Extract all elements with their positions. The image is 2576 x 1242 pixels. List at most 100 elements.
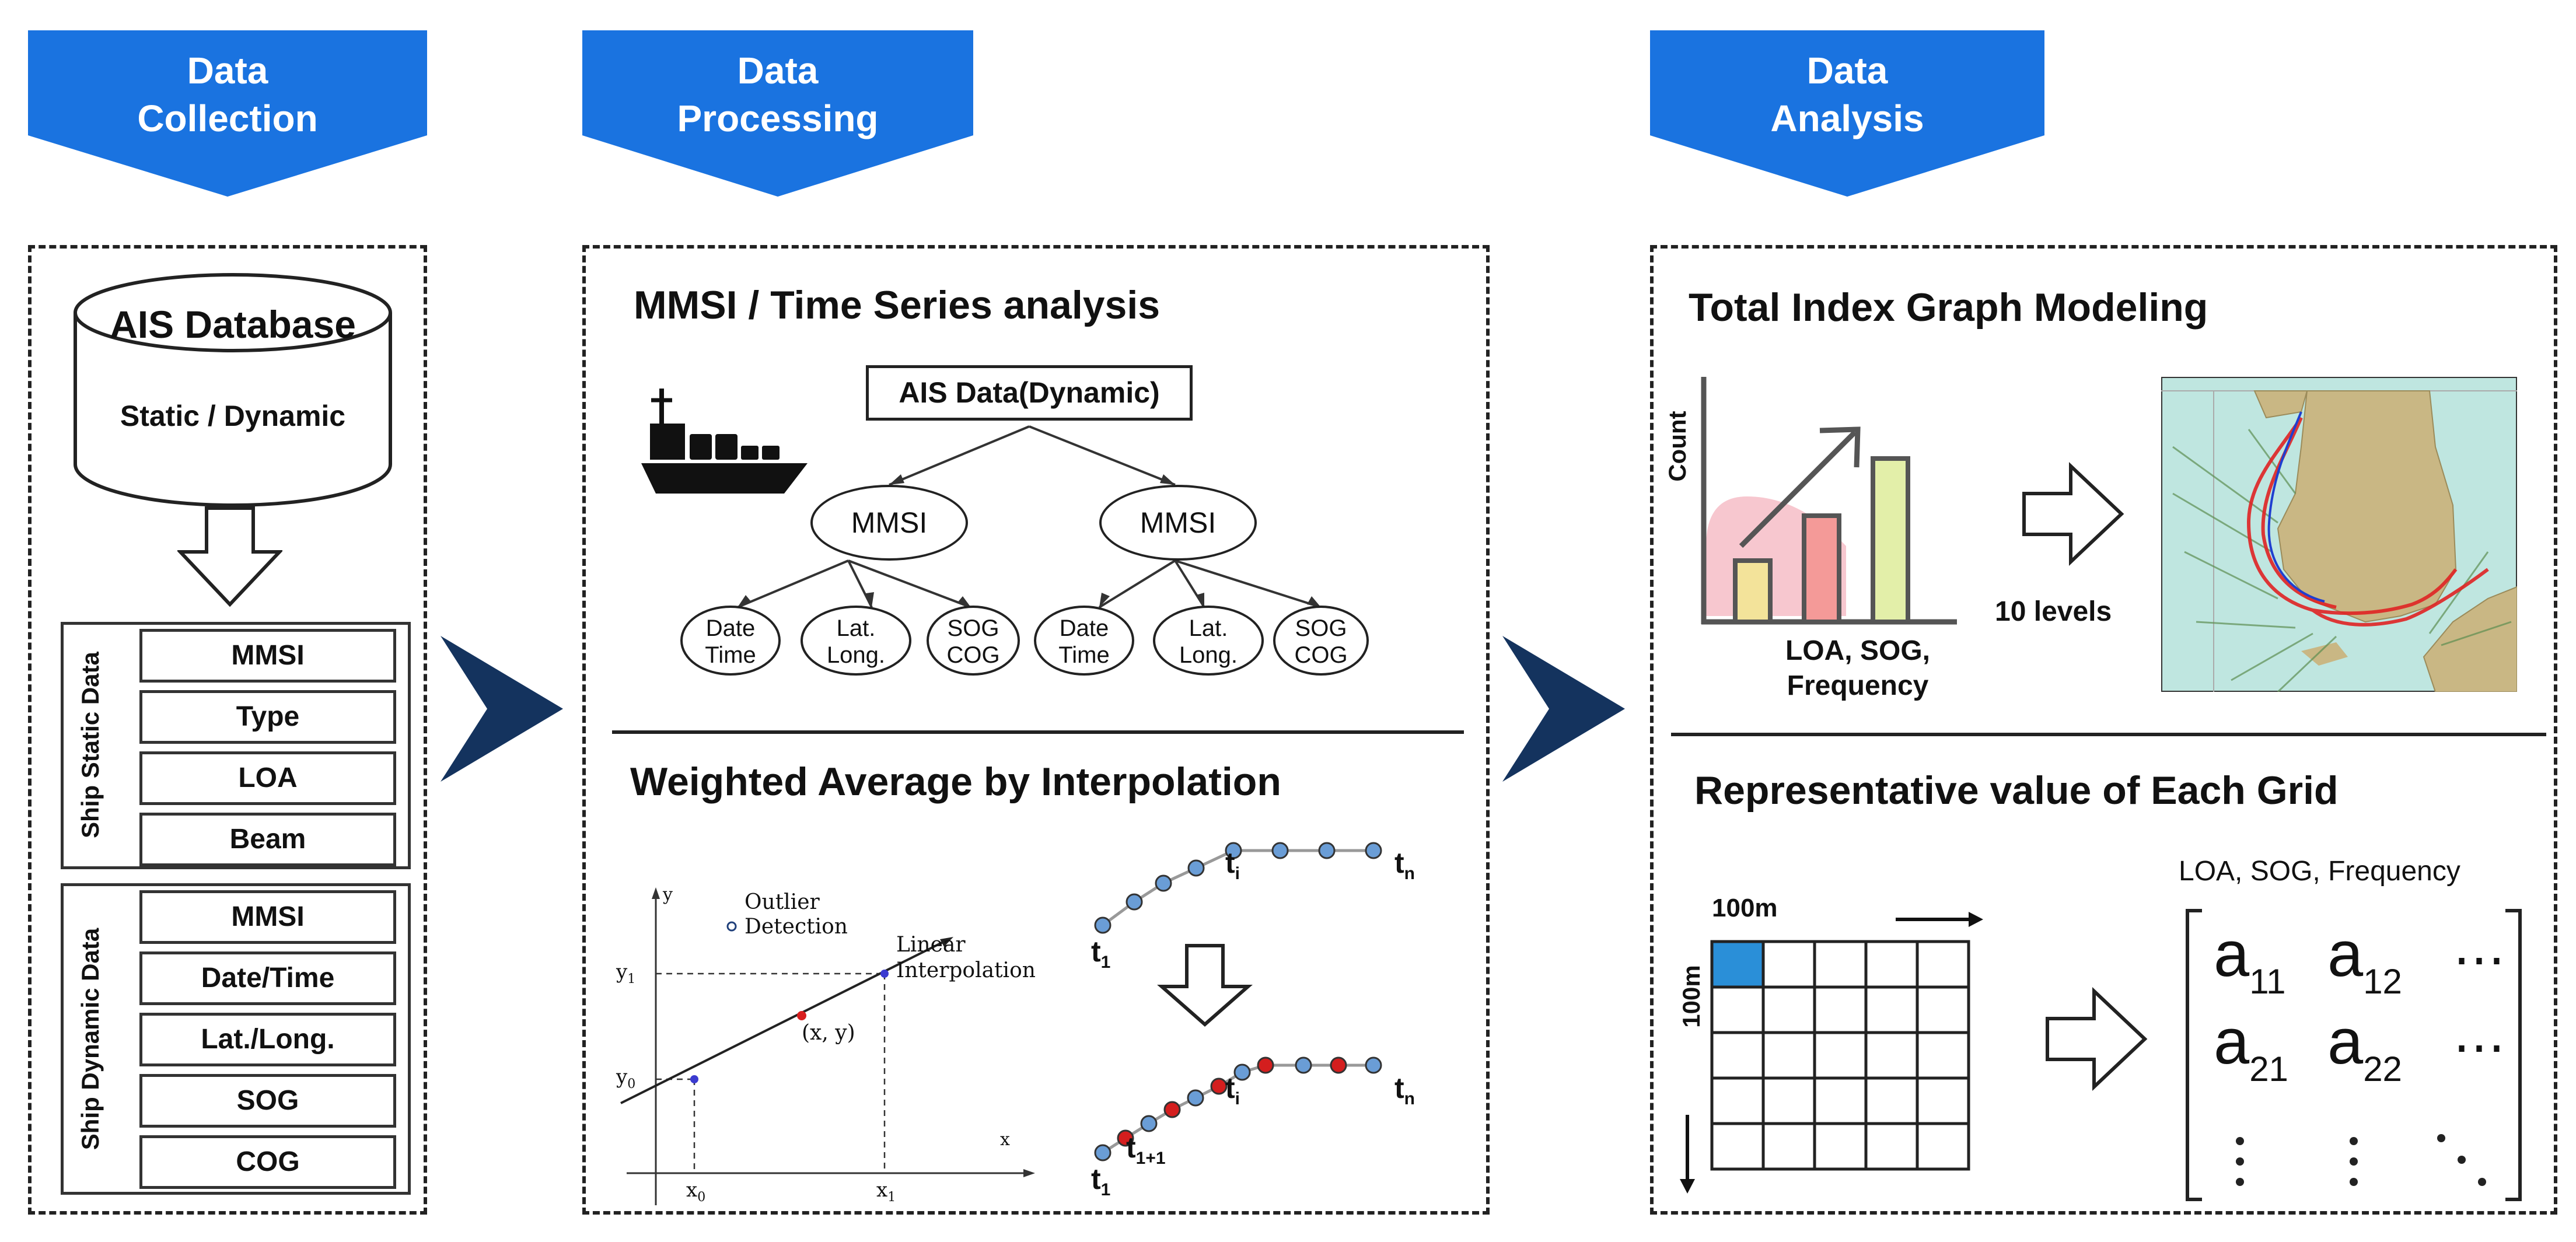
- processing-divider: [612, 730, 1464, 734]
- t1-subscript: 1: [1100, 953, 1111, 972]
- ti-letter: t: [1225, 1072, 1235, 1104]
- x1-subscript: 1: [887, 1189, 896, 1205]
- matrix-dots-row2: ⋯: [2453, 1019, 2505, 1077]
- matrix-a12: a12: [2327, 919, 2402, 1002]
- matrix-a22: a22: [2327, 1007, 2402, 1089]
- leaf-line-2: Time: [1058, 642, 1110, 668]
- a11-letter: a: [2214, 918, 2250, 990]
- ais-dynamic-root-node: AIS Data(Dynamic): [866, 365, 1193, 421]
- matrix-brackets: [2186, 909, 2522, 1201]
- static-field-loa: LOA: [139, 751, 396, 805]
- processing-panel: MMSI / Time Series analysis: [582, 245, 1490, 1215]
- interpolation-plot: [620, 887, 1035, 1205]
- x0-subscript: 0: [697, 1189, 706, 1205]
- grid-top-label: 100m: [1712, 894, 1778, 922]
- bar-chart-caption: LOA, SOG, Frequency: [1759, 634, 1957, 704]
- mmsi-node-2: MMSI: [1099, 485, 1257, 561]
- matrix-caption: LOA, SOG, Frequency: [2179, 856, 2460, 887]
- leaf-latlong-2: Lat. Long.: [1153, 606, 1264, 676]
- header-data-analysis: Data Analysis: [1650, 30, 2044, 200]
- header-line-2: Analysis: [1770, 97, 1924, 139]
- leaf-line-1: Date: [1059, 615, 1109, 641]
- tn-subscript: n: [1404, 1089, 1415, 1108]
- analysis-panel: Total Index Graph Modeling Count LOA, SO…: [1650, 245, 2557, 1215]
- header-line-1: Data: [187, 50, 268, 92]
- header-chevron-shape: [582, 30, 973, 197]
- ti-bottom-label: ti: [1225, 1071, 1240, 1109]
- dynamic-data-label: Ship Dynamic Data: [76, 928, 104, 1150]
- tn-bottom-label: tn: [1394, 1071, 1415, 1109]
- leaf-datetime-1: Date Time: [680, 606, 781, 676]
- static-field-mmsi: MMSI: [139, 629, 396, 683]
- leaf-line-1: SOG: [1295, 615, 1347, 641]
- leaf-line-2: COG: [1294, 642, 1348, 668]
- tn-letter: t: [1394, 846, 1404, 879]
- linear-line-2: Interpolation: [896, 958, 1036, 982]
- mmsi-time-series-title: MMSI / Time Series analysis: [634, 283, 1161, 327]
- mmsi-node-1: MMSI: [810, 485, 968, 561]
- tn-letter: t: [1394, 1072, 1404, 1104]
- x0-tick-label: x0: [686, 1178, 705, 1205]
- time-series-diagram: [1094, 842, 1382, 1161]
- bar-caption-line-1: LOA, SOG,: [1785, 635, 1930, 666]
- y1-letter: y: [616, 960, 628, 984]
- a21-subscript: 21: [2249, 1049, 2288, 1089]
- dynamic-field-latlong: Lat./Long.: [139, 1013, 396, 1066]
- ship-track-map: [2161, 377, 2517, 692]
- weighted-average-title: Weighted Average by Interpolation: [630, 760, 1281, 804]
- a22-subscript: 22: [2363, 1049, 2402, 1089]
- static-data-group: [61, 622, 411, 869]
- x1-letter: x: [876, 1178, 888, 1202]
- outlier-detection-label: Outlier Detection: [745, 890, 848, 939]
- total-index-title: Total Index Graph Modeling: [1689, 285, 2208, 330]
- leaf-line-1: Lat.: [1189, 615, 1228, 641]
- linear-line-1: Linear: [896, 933, 966, 957]
- a21-letter: a: [2214, 1006, 2250, 1077]
- mmsi-tree-connectors: [737, 425, 1322, 608]
- collection-panel: AIS Database Static / Dynamic Ship Stati…: [28, 245, 427, 1215]
- t1-top-label: t1: [1091, 935, 1110, 972]
- header-data-processing: Data Processing: [582, 30, 973, 200]
- leaf-sogcog-1: SOG COG: [927, 606, 1020, 676]
- matrix-a21: a21: [2214, 1006, 2288, 1089]
- leaf-line-1: Lat.: [836, 615, 876, 641]
- x0-letter: x: [686, 1178, 698, 1202]
- leaf-line-1: Date: [705, 615, 756, 641]
- leaf-latlong-1: Lat. Long.: [801, 606, 911, 676]
- header-data-collection: Data Collection: [28, 30, 427, 200]
- leaf-line-1: SOG: [947, 615, 999, 641]
- leaf-line-2: Time: [705, 642, 756, 668]
- outlier-line-2: Detection: [745, 915, 848, 939]
- mmsi-node-label: MMSI: [1140, 506, 1217, 539]
- leaf-line-2: Long.: [1179, 642, 1238, 668]
- bar-caption-line-2: Frequency: [1787, 670, 1929, 701]
- ti-subscript: i: [1235, 864, 1240, 883]
- x1-tick-label: x1: [876, 1178, 896, 1205]
- header-chevron-shape: [28, 30, 427, 197]
- static-field-type: Type: [139, 690, 396, 744]
- right-arrow-icon: [2022, 462, 2124, 566]
- representative-value-title: Representative value of Each Grid: [1694, 768, 2339, 813]
- count-axis-label: Count: [1663, 411, 1691, 482]
- a11-subscript: 11: [2249, 962, 2286, 1001]
- dynamic-field-sog: SOG: [139, 1074, 396, 1128]
- ten-levels-label: 10 levels: [1995, 596, 2112, 627]
- leaf-line-2: Long.: [826, 642, 886, 668]
- root-node-label: AIS Data(Dynamic): [899, 376, 1160, 409]
- leaf-sogcog-2: SOG COG: [1273, 606, 1369, 676]
- header-line-1: Data: [737, 50, 819, 92]
- right-arrow-icon-2: [2046, 987, 2148, 1091]
- tn-subscript: n: [1404, 864, 1415, 883]
- a12-subscript: 12: [2363, 962, 2402, 1001]
- outlier-line-1: Outlier: [745, 890, 820, 914]
- db-subtitle: Static / Dynamic: [120, 400, 346, 432]
- matrix-a11: a11: [2214, 918, 2286, 1002]
- tn-top-label: tn: [1394, 846, 1415, 884]
- ship-icon: [641, 389, 808, 494]
- y1-subscript: 1: [627, 971, 636, 986]
- ti-letter: t: [1225, 846, 1235, 879]
- dynamic-data-group: [61, 883, 411, 1195]
- linear-interpolation-label: Linear Interpolation: [896, 932, 1036, 984]
- y0-tick-label: y0: [616, 1065, 635, 1091]
- header-line-1: Data: [1806, 50, 1888, 92]
